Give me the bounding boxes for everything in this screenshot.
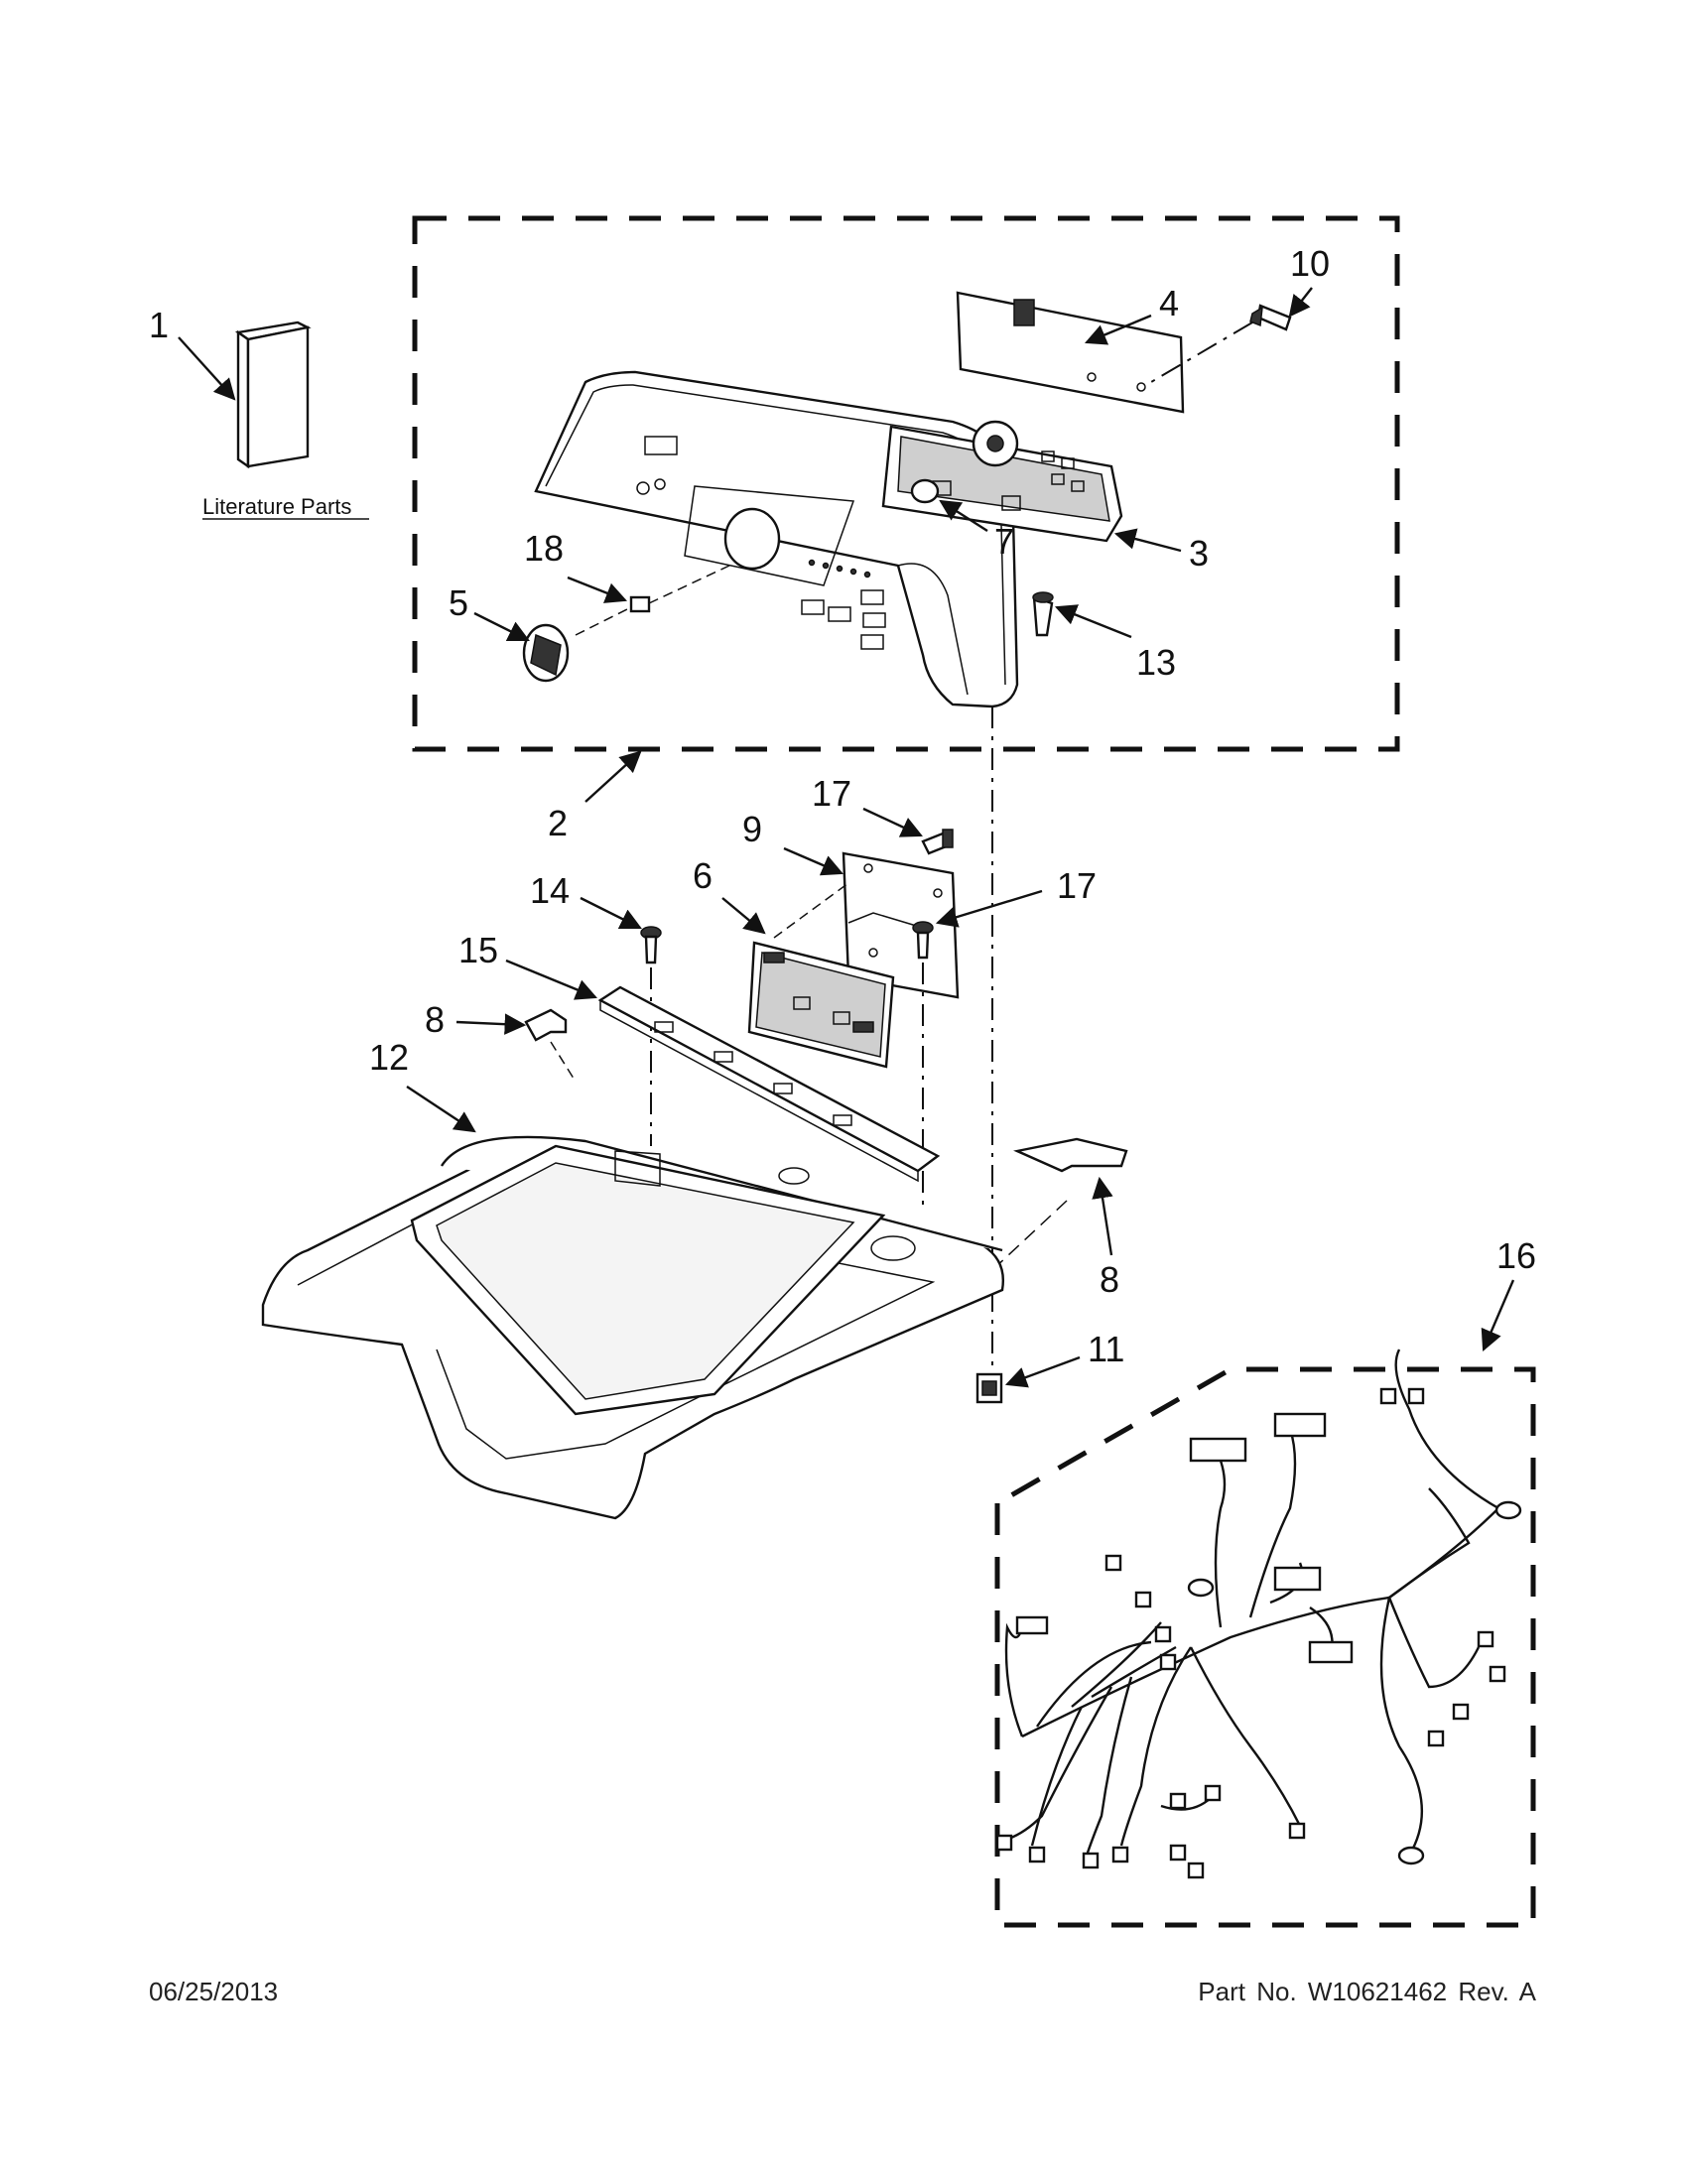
leader-13 <box>1054 604 1132 639</box>
top-panel <box>261 1135 1004 1520</box>
washer <box>910 478 940 504</box>
screw-17a <box>921 829 954 855</box>
harness-box <box>994 1366 1536 1928</box>
callout-3: 3 <box>1189 533 1209 574</box>
callout-14: 14 <box>530 870 570 911</box>
footer-part-number: Part No. W10621462 Rev. A <box>1198 1977 1536 2006</box>
callout-15: 15 <box>458 930 498 970</box>
callout-9: 9 <box>742 809 762 849</box>
callout-11: 11 <box>1088 1329 1124 1369</box>
callout-6: 6 <box>693 855 713 896</box>
callout-17a: 17 <box>812 773 851 814</box>
screw-17b <box>912 921 934 960</box>
leader-8b <box>1092 1176 1113 1256</box>
callout-4: 4 <box>1159 283 1179 323</box>
pad-left <box>524 1008 568 1042</box>
callout-16: 16 <box>1496 1235 1536 1276</box>
leader-4 <box>1085 314 1152 345</box>
leader-3 <box>1113 528 1182 553</box>
leader-12 <box>406 1085 476 1133</box>
leader-15 <box>505 959 597 1000</box>
callout-8a: 8 <box>425 999 445 1040</box>
leader-6 <box>721 897 766 935</box>
callout-5: 5 <box>449 582 468 623</box>
callout-17b: 17 <box>1057 865 1097 906</box>
bracket <box>842 851 960 999</box>
callout-10: 10 <box>1290 243 1330 284</box>
leader-8a <box>455 1013 527 1035</box>
leader-9 <box>783 846 844 876</box>
console-housing <box>534 370 1019 708</box>
screw-10 <box>1249 304 1292 331</box>
callout-7: 7 <box>994 521 1014 562</box>
leader-5 <box>473 611 530 642</box>
mounting-rail <box>597 985 941 1183</box>
console-assembly-box <box>412 215 1400 752</box>
callout-1: 1 <box>149 305 169 345</box>
knob <box>522 623 570 683</box>
leader-17a <box>862 807 923 837</box>
leader-1 <box>178 336 236 401</box>
electronic-board <box>747 941 895 1069</box>
literature-book <box>234 321 312 469</box>
callout-18: 18 <box>524 528 564 569</box>
callout-13: 13 <box>1136 642 1176 683</box>
leader-14 <box>580 896 642 930</box>
leader-11 <box>1004 1355 1081 1388</box>
leader-2 <box>584 750 642 803</box>
leader-17b <box>935 889 1043 928</box>
footer-date: 06/25/2013 <box>149 1977 279 2006</box>
pad-right <box>1013 1137 1128 1173</box>
wire-harness <box>995 1349 1522 1879</box>
callout-8b: 8 <box>1100 1259 1119 1300</box>
leader-16 <box>1481 1279 1515 1351</box>
screw-13 <box>1032 591 1054 637</box>
leader-7 <box>939 499 988 533</box>
knob-insert <box>629 595 651 613</box>
callout-2: 2 <box>548 803 568 843</box>
leader-10 <box>1288 287 1313 318</box>
literature-parts-label: Literature Parts <box>202 494 351 519</box>
clip <box>975 1372 1003 1404</box>
leader-18 <box>567 576 628 603</box>
callout-12: 12 <box>369 1037 409 1078</box>
screw-14 <box>640 926 662 964</box>
rear-plate <box>956 291 1185 414</box>
